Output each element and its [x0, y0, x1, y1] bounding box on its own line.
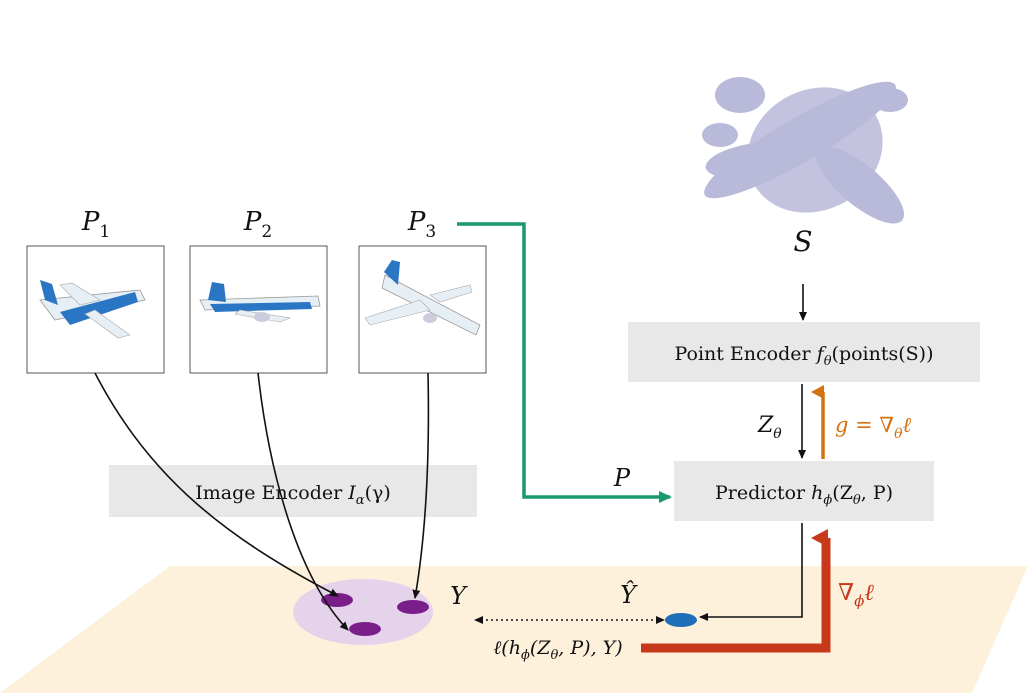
- airplane-icon-3: [364, 260, 481, 336]
- point-encoder-box: [628, 322, 980, 382]
- image-encoder-label: Image Encoder Iα(γ): [195, 482, 391, 508]
- airplane-icon-2: [199, 282, 321, 323]
- embedding-plane: [0, 566, 1028, 693]
- view-label-2: P2: [243, 207, 272, 242]
- arrow-predictor-to-prediction: [699, 523, 803, 621]
- curve-view1-to-embedding: [94, 372, 339, 597]
- curve-view2-to-embedding: [257, 372, 349, 631]
- z-theta-label: Zθ: [757, 413, 782, 442]
- view-label-3: P3: [407, 207, 436, 242]
- predictor-box: [674, 461, 934, 521]
- target-dot-1: [321, 593, 353, 607]
- airplane-icon-1: [39, 280, 146, 339]
- image-encoder-box: [109, 465, 477, 517]
- target-dot-3: [349, 622, 381, 636]
- loss-label: ℓ(hϕ(Zθ, P), Y): [493, 637, 622, 663]
- prediction-dot: [665, 613, 697, 627]
- target-label: Y: [450, 582, 468, 610]
- point-cloud-airplane: [702, 77, 908, 224]
- prediction-label: Ŷ: [620, 580, 638, 609]
- point-encoder-label: Point Encoder fθ(points(S)): [674, 343, 933, 369]
- grad-phi-label: ∇ϕℓ: [838, 580, 874, 610]
- curve-view3-to-embedding: [412, 372, 430, 599]
- arrow-p-to-predictor: [457, 222, 672, 503]
- view-label-1: P1: [81, 207, 110, 242]
- embedding-plane-left: [0, 566, 170, 693]
- target-dot-2: [397, 600, 429, 614]
- point-cloud-symbol: S: [793, 225, 812, 258]
- p-arrow-label: P: [613, 464, 631, 492]
- predictor-label: Predictor hϕ(Zθ, P): [715, 482, 893, 508]
- arrow-grad-phi: [641, 529, 831, 653]
- grad-theta-label: g = ∇θℓ: [835, 413, 912, 442]
